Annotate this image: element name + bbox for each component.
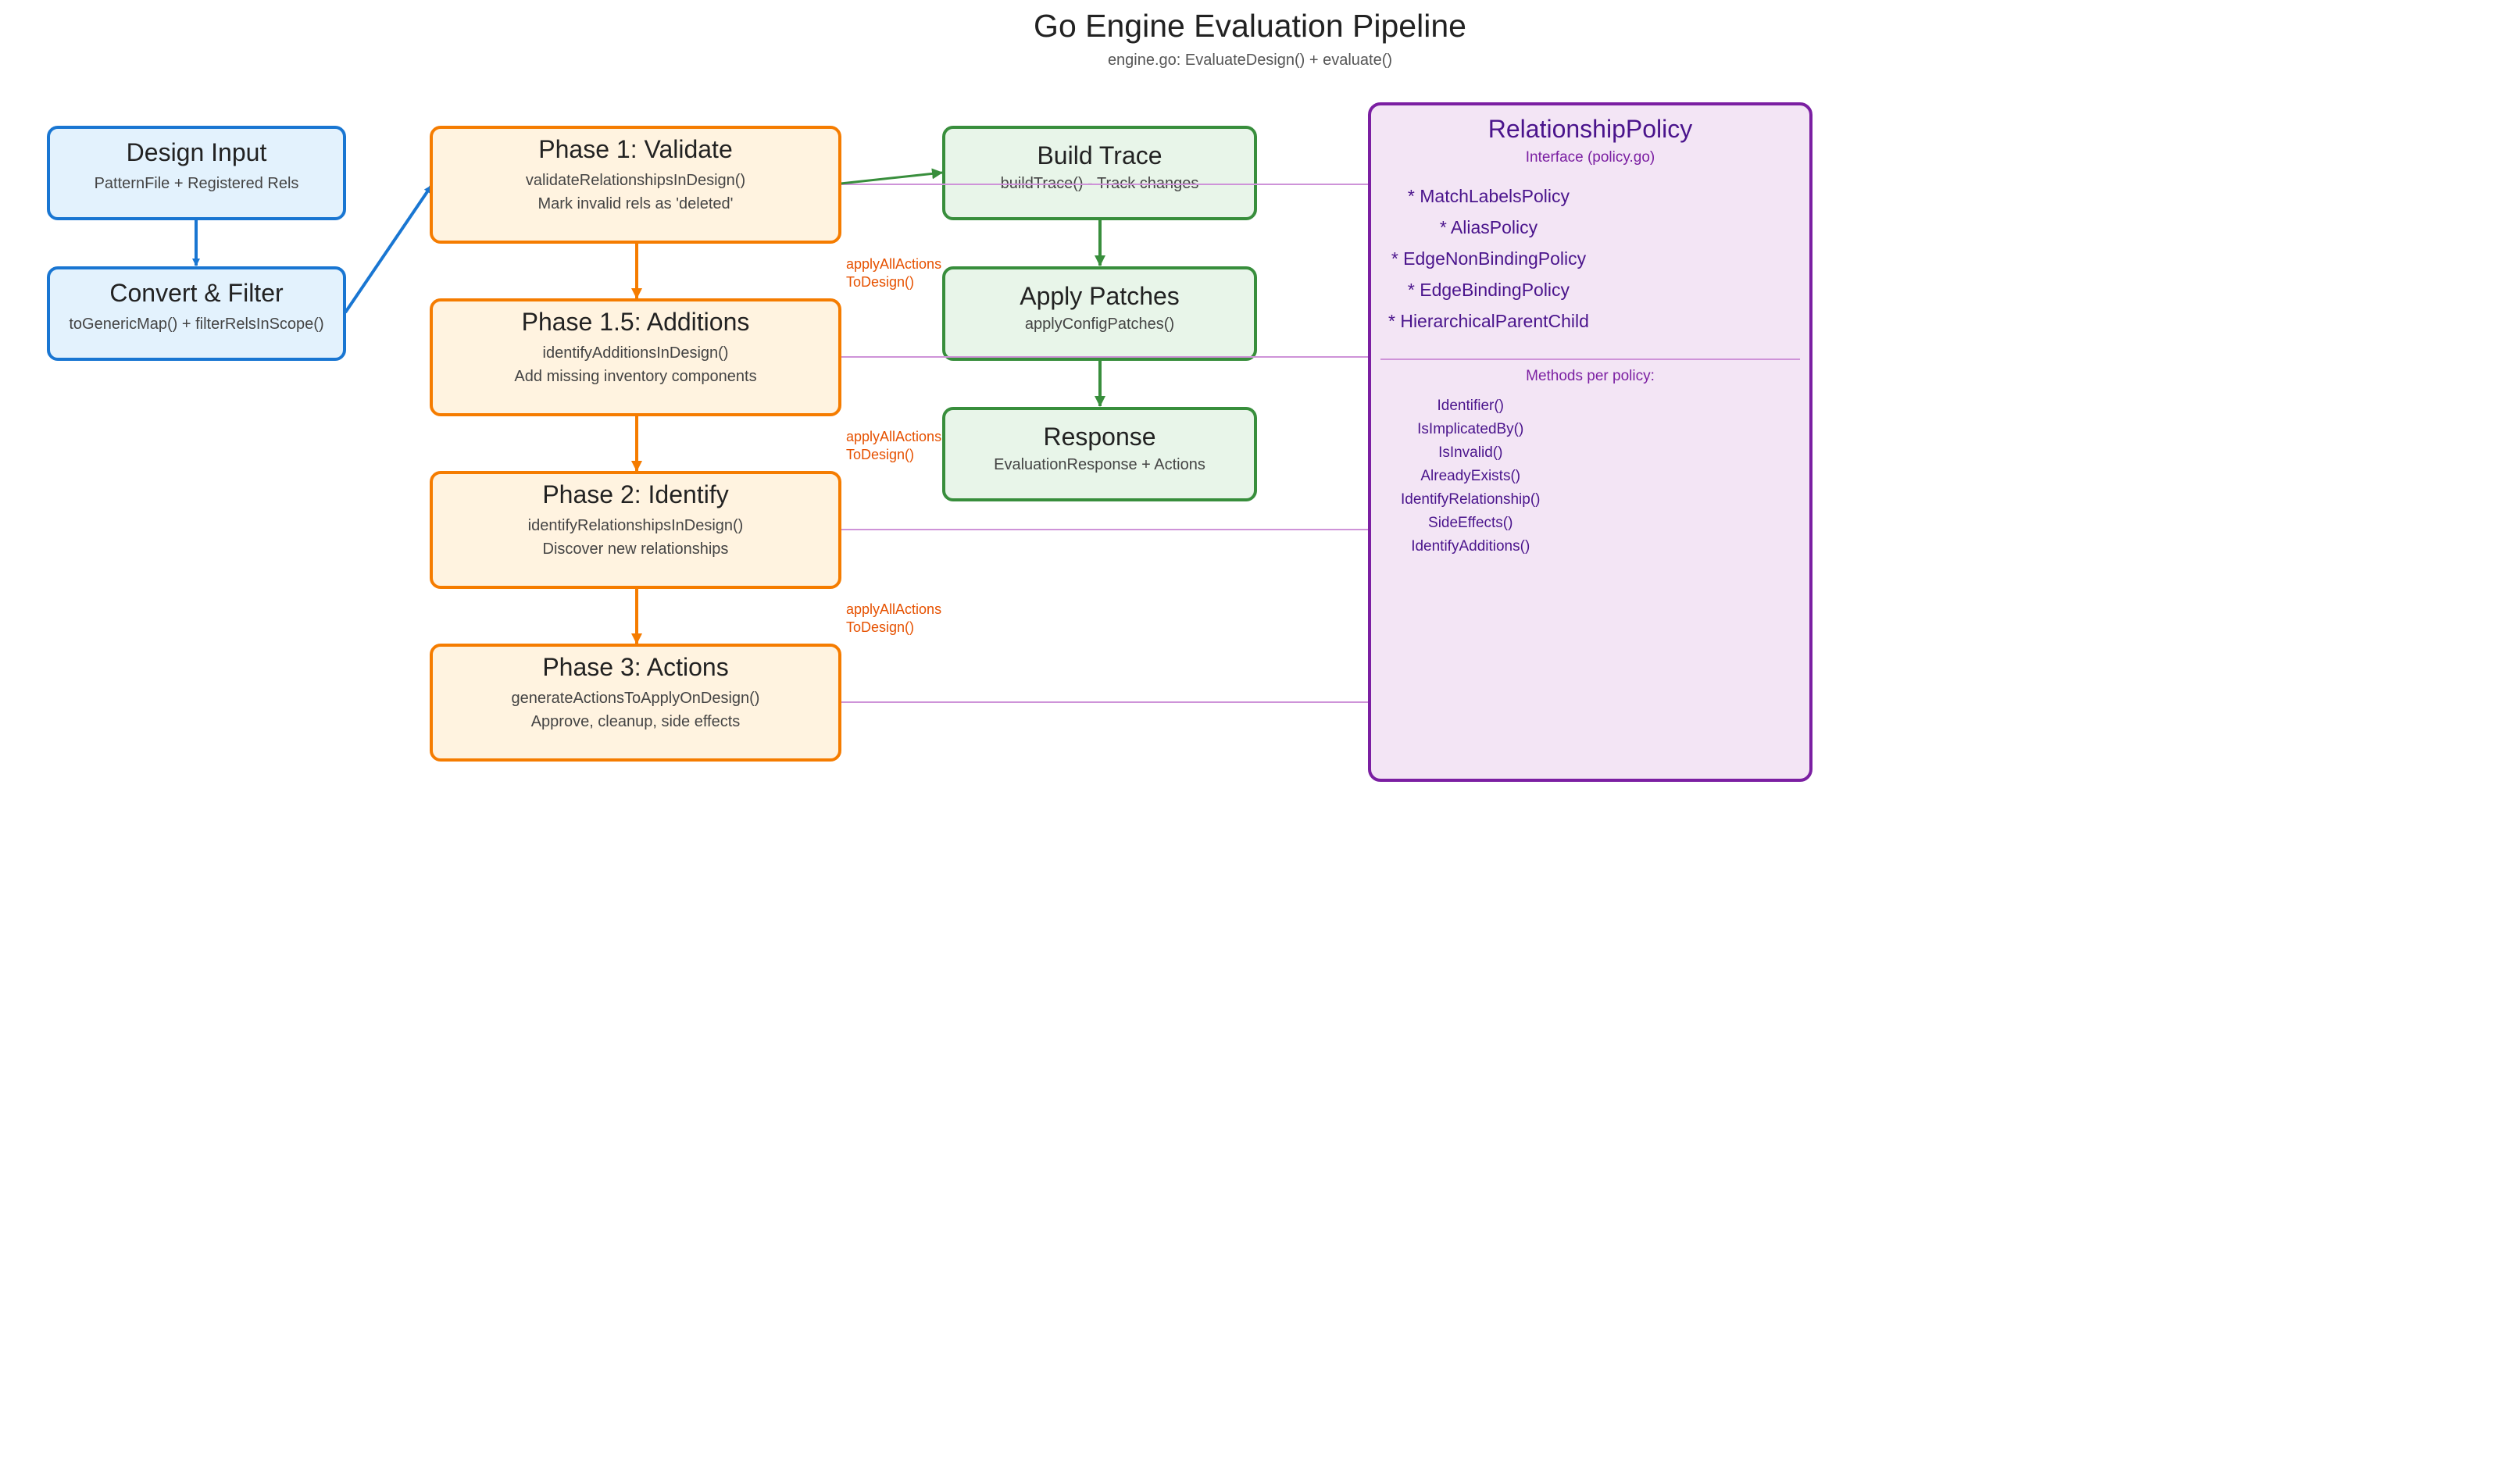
- policy-item: * HierarchicalParentChild: [1388, 311, 1589, 331]
- method-item: IsInvalid(): [1438, 444, 1503, 461]
- node-title: Build Trace: [1037, 141, 1162, 169]
- node-detail: buildTrace() - Track changes: [1000, 175, 1199, 192]
- edge-label-apply-actions: applyAllActions ToDesign(): [846, 428, 941, 464]
- edge-label-line: ToDesign(): [846, 447, 915, 462]
- policy-item: * MatchLabelsPolicy: [1407, 186, 1570, 206]
- policy-title: RelationshipPolicy: [1488, 115, 1693, 143]
- edge-label-line: applyAllActions: [846, 429, 942, 444]
- policy-divider: [1380, 359, 1800, 360]
- arrow-convert-to-phase1: [344, 184, 433, 314]
- policy-item: * EdgeNonBindingPolicy: [1391, 248, 1587, 269]
- node-description: Mark invalid rels as 'deleted': [538, 195, 734, 212]
- method-item: IdentifyAdditions(): [1411, 538, 1530, 555]
- node-description: Approve, cleanup, side effects: [530, 713, 741, 730]
- node-phase-2-identify[interactable]: Phase 2: Identify identifyRelationshipsI…: [430, 471, 841, 589]
- node-apply-patches[interactable]: Apply Patches applyConfigPatches(): [942, 266, 1257, 361]
- node-title: Design Input: [126, 138, 267, 166]
- diagram-title: Go Engine Evaluation Pipeline: [1034, 8, 1466, 44]
- arrow-phase1-to-trace: [840, 168, 943, 185]
- node-title: Phase 1: Validate: [538, 135, 733, 163]
- policy-item: * AliasPolicy: [1439, 217, 1538, 237]
- node-convert-filter[interactable]: Convert & Filter toGenericMap() + filter…: [47, 266, 346, 361]
- node-function: identifyAdditionsInDesign(): [542, 344, 729, 362]
- policy-implementations: * MatchLabelsPolicy * AliasPolicy * Edge…: [1388, 180, 1589, 337]
- policy-subtitle: Interface (policy.go): [1525, 149, 1655, 166]
- method-item: IsImplicatedBy(): [1417, 421, 1524, 437]
- node-phase-1-5-additions[interactable]: Phase 1.5: Additions identifyAdditionsIn…: [430, 298, 841, 416]
- node-title: Convert & Filter: [109, 279, 284, 307]
- node-title: Apply Patches: [1020, 282, 1180, 310]
- methods-list: Identifier() IsImplicatedBy() IsInvalid(…: [1401, 394, 1540, 558]
- node-description: Add missing inventory components: [514, 368, 757, 385]
- edge-label-apply-actions: applyAllActions ToDesign(): [846, 601, 941, 637]
- node-title: Phase 1.5: Additions: [521, 308, 750, 336]
- node-detail: toGenericMap() + filterRelsInScope(): [69, 316, 324, 333]
- edge-label-line: applyAllActions: [846, 601, 942, 617]
- edge-label-line: applyAllActions: [846, 256, 942, 272]
- method-item: AlreadyExists(): [1420, 468, 1521, 484]
- method-item: Identifier(): [1437, 398, 1504, 414]
- edge-label-apply-actions: applyAllActions ToDesign(): [846, 255, 941, 291]
- node-title: Response: [1043, 423, 1156, 451]
- relationship-policy-panel[interactable]: RelationshipPolicy Interface (policy.go)…: [1368, 102, 1812, 782]
- node-function: generateActionsToApplyOnDesign(): [511, 690, 760, 707]
- method-item: IdentifyRelationship(): [1401, 491, 1541, 508]
- methods-heading: Methods per policy:: [1526, 368, 1655, 384]
- node-function: validateRelationshipsInDesign(): [525, 172, 746, 189]
- node-build-trace[interactable]: Build Trace buildTrace() - Track changes: [942, 126, 1257, 220]
- node-design-input[interactable]: Design Input PatternFile + Registered Re…: [47, 126, 346, 220]
- policy-item: * EdgeBindingPolicy: [1407, 280, 1570, 300]
- node-phase-1-validate[interactable]: Phase 1: Validate validateRelationshipsI…: [430, 126, 841, 244]
- node-title: Phase 3: Actions: [542, 653, 729, 681]
- node-detail: PatternFile + Registered Rels: [94, 175, 299, 192]
- node-function: identifyRelationshipsInDesign(): [527, 517, 744, 534]
- node-response[interactable]: Response EvaluationResponse + Actions: [942, 407, 1257, 501]
- node-description: Discover new relationships: [542, 540, 729, 558]
- node-phase-3-actions[interactable]: Phase 3: Actions generateActionsToApplyO…: [430, 644, 841, 762]
- node-detail: applyConfigPatches(): [1024, 316, 1175, 333]
- node-detail: EvaluationResponse + Actions: [994, 456, 1205, 473]
- diagram-subtitle: engine.go: EvaluateDesign() + evaluate(): [1107, 52, 1393, 69]
- method-item: SideEffects(): [1428, 515, 1513, 531]
- node-title: Phase 2: Identify: [542, 480, 729, 508]
- edge-label-line: ToDesign(): [846, 274, 915, 290]
- edge-label-line: ToDesign(): [846, 619, 915, 635]
